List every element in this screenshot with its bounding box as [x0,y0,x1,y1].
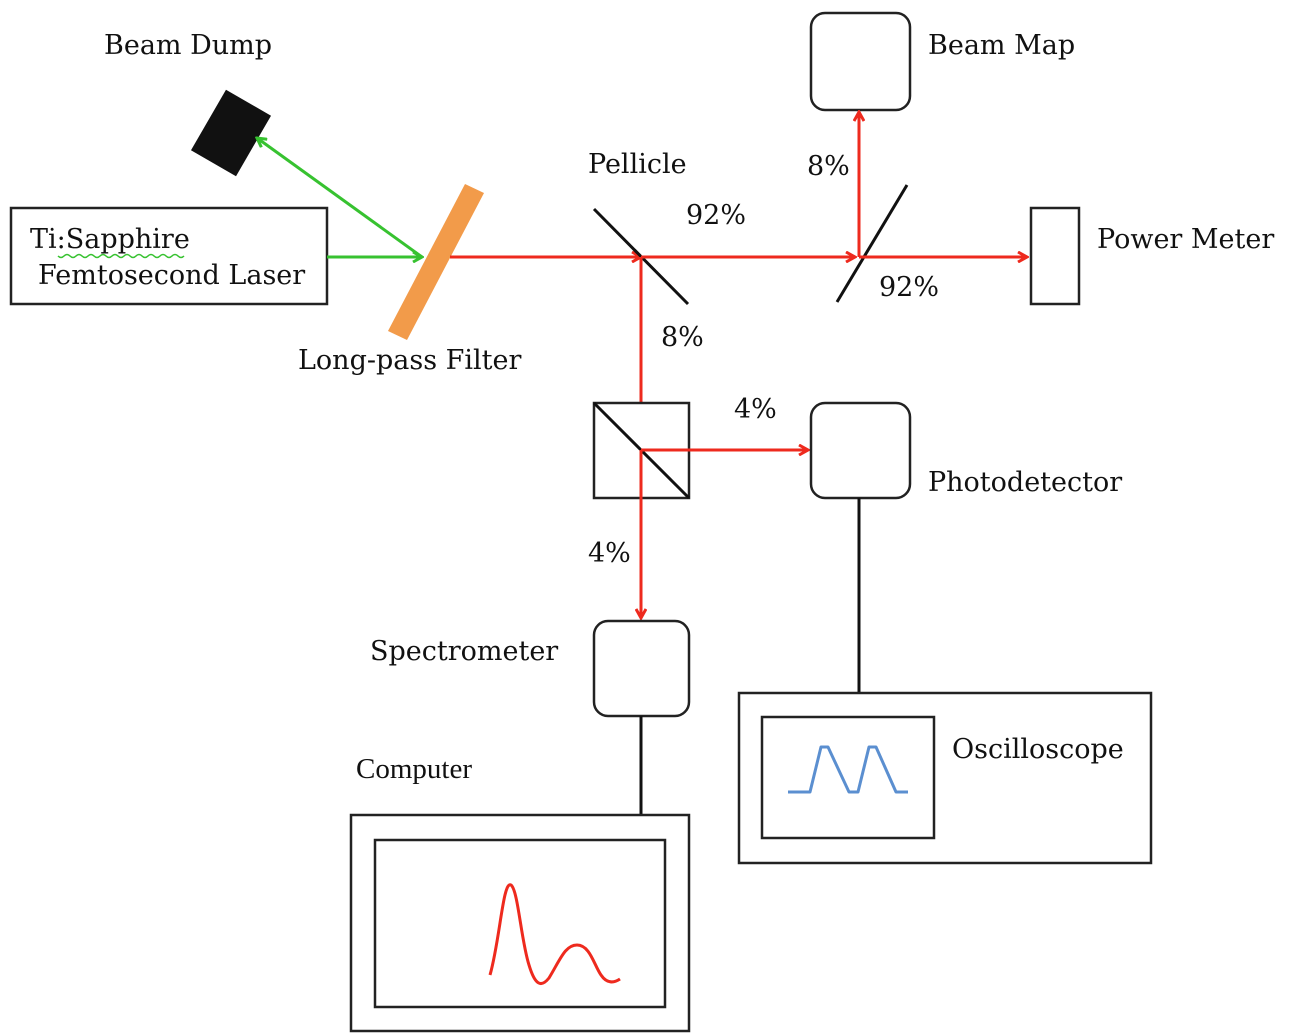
power-meter-box [1029,206,1081,306]
oscilloscope-screen [760,715,936,840]
long-pass-filter [388,184,484,340]
spectrometer-box [592,619,691,718]
computer-label: Computer [356,753,472,785]
long-pass-filter-label: Long-pass Filter [298,345,521,376]
beam-map-box [809,11,912,112]
power-meter-percent: 92% [879,272,939,303]
photodetector-percent: 4% [734,394,777,425]
photodetector-label: Photodetector [928,467,1122,498]
spectrometer-percent: 4% [588,538,631,569]
second-beam-splitter [835,184,909,303]
pellicle-label: Pellicle [588,149,687,180]
spectrometer-label: Spectrometer [370,636,558,667]
pellicle-transmit-percent: 92% [686,200,746,231]
laser-label-line1: Ti:Sapphire [30,224,190,255]
beam-map-percent: 8% [807,151,850,182]
pulse-trace [788,745,908,794]
beam-dump-block [190,89,272,177]
filter-reflection-to-dump [257,138,423,259]
spellcheck-underline [57,253,185,259]
beam-map-label: Beam Map [928,30,1075,61]
power-meter-label: Power Meter [1097,224,1274,255]
pellicle-reflect-percent: 8% [661,322,704,353]
photodetector-box [809,401,912,500]
beam-dump-label: Beam Dump [104,30,272,61]
spectrum-trace [488,883,621,986]
laser-label-line2: Femtosecond Laser [38,260,305,291]
oscilloscope-label: Oscilloscope [952,734,1124,765]
